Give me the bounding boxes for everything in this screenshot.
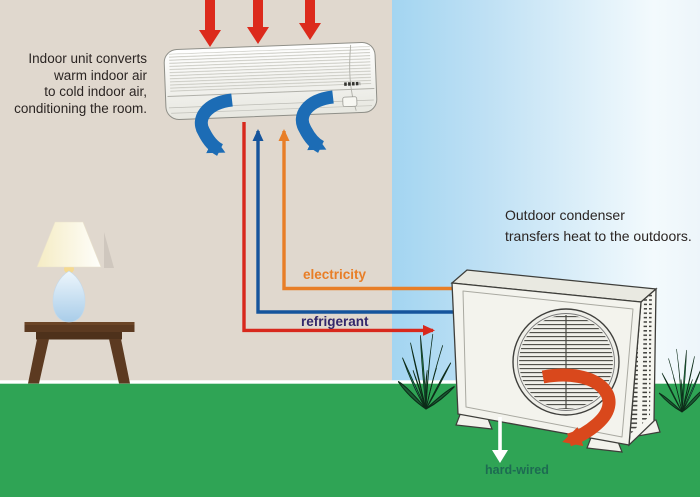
table-lamp [36, 221, 114, 323]
lamp-base [52, 270, 86, 323]
connection-pipes [242, 122, 455, 336]
outdoor-condenser [450, 269, 661, 453]
indoor-unit-logo [344, 81, 361, 86]
warm-air-arrow [199, 0, 221, 47]
floor-line [0, 380, 700, 384]
indoor-unit-caption: Indoor unit converts warm indoor air to … [14, 51, 147, 116]
heat-exhaust-swirl-arrow [541, 368, 616, 447]
warm-air-arrows [199, 0, 321, 47]
condenser-side-vents [642, 293, 652, 424]
cold-air-swoosh-left [194, 93, 234, 156]
refrigerant-pipe-blue [252, 129, 455, 314]
side-table [24, 322, 135, 384]
cold-air-arrows [194, 93, 333, 156]
indoor-unit-display [342, 96, 358, 108]
refrigerant-label: refrigerant [301, 314, 369, 329]
hard-wired-arrow [492, 417, 508, 463]
indoor-unit-louvers [168, 46, 372, 92]
lamp-shade [36, 221, 102, 268]
electricity-label: electricity [303, 267, 367, 282]
refrigerant-pipe-red [242, 122, 435, 336]
warm-air-arrow [299, 0, 321, 40]
indoor-unit [163, 41, 378, 121]
warm-air-arrow [247, 0, 269, 44]
electricity-pipe [278, 129, 455, 291]
outdoor-condenser-caption: Outdoor condenser transfers heat to the … [505, 207, 692, 244]
hard-wired-label: hard-wired [485, 463, 549, 477]
